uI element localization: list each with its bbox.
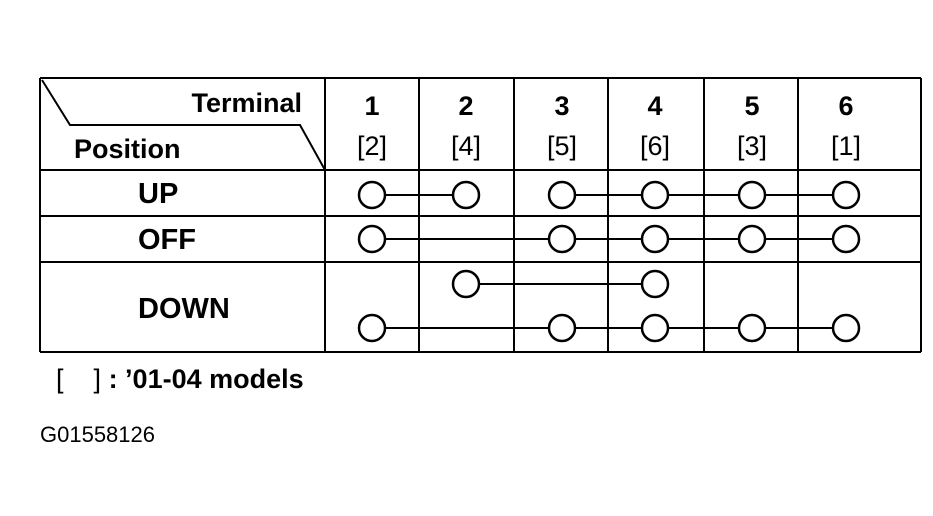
legend-note: [ ] : ’01-04 models <box>56 364 304 395</box>
continuity-connections <box>357 180 861 343</box>
terminal-circle-off-t3 <box>547 224 577 254</box>
terminal-circle-up-t6 <box>831 180 861 210</box>
figure-code: G01558126 <box>40 422 155 447</box>
row-label-off: OFF <box>138 224 196 256</box>
terminal-column-headers: 1 [2] 2 [4] 3 [5] 4 [6] 5 [3] 6 [1] <box>357 91 861 161</box>
terminal-alt-number-2: [4] <box>451 131 481 161</box>
terminal-circle-down-t5 <box>737 313 767 343</box>
position-header: Position <box>74 134 181 164</box>
legend-bracket-close: ] <box>93 364 102 394</box>
row-label-up: UP <box>138 178 178 210</box>
terminal-alt-number-1: [2] <box>357 131 387 161</box>
terminal-circle-off-t5 <box>737 224 767 254</box>
terminal-circle-off-t6 <box>831 224 861 254</box>
terminal-number-5: 5 <box>744 91 759 121</box>
terminal-alt-number-6: [1] <box>831 131 861 161</box>
terminal-circle-off-t4 <box>640 224 670 254</box>
terminal-alt-number-5: [3] <box>737 131 767 161</box>
table-frame <box>39 77 922 353</box>
terminal-circle-down-t1 <box>357 313 387 343</box>
legend-text: : ’01-04 models <box>108 364 304 394</box>
terminal-number-6: 6 <box>838 91 853 121</box>
terminal-circle-off-t1 <box>357 224 387 254</box>
terminal-circle-up-t3 <box>547 180 577 210</box>
row-label-down: DOWN <box>138 293 230 325</box>
terminal-circle-up-t1 <box>357 180 387 210</box>
terminal-number-4: 4 <box>647 91 662 121</box>
terminal-header: Terminal <box>191 88 302 118</box>
terminal-number-2: 2 <box>458 91 473 121</box>
terminal-alt-number-4: [6] <box>640 131 670 161</box>
terminal-circle-down-t3 <box>547 313 577 343</box>
terminal-number-1: 1 <box>364 91 379 121</box>
terminal-number-3: 3 <box>554 91 569 121</box>
terminal-circle-down-t4 <box>640 313 670 343</box>
terminal-circle-down-t4 <box>640 269 670 299</box>
terminal-circle-down-t2 <box>451 269 481 299</box>
legend-bracket-open: [ <box>56 364 64 394</box>
terminal-circle-up-t4 <box>640 180 670 210</box>
terminal-circle-up-t5 <box>737 180 767 210</box>
terminal-alt-number-3: [5] <box>547 131 577 161</box>
terminal-circle-up-t2 <box>451 180 481 210</box>
terminal-circle-down-t6 <box>831 313 861 343</box>
